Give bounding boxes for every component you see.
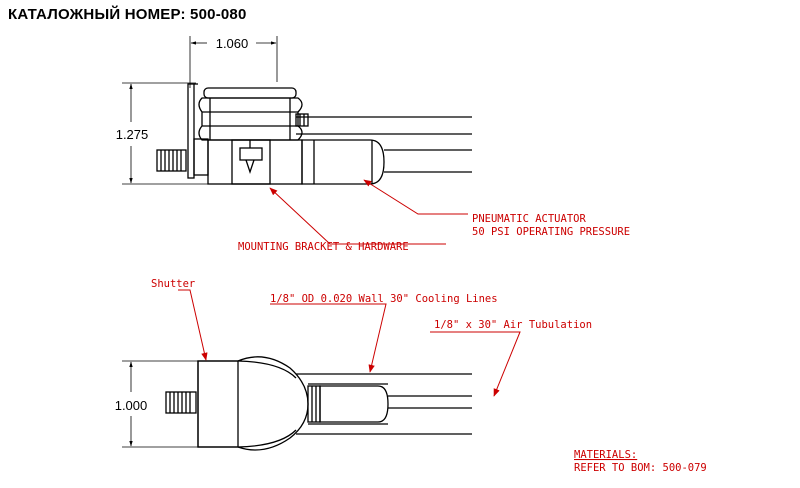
actuator-label-line1: PNEUMATIC ACTUATOR bbox=[472, 213, 586, 225]
tubes-top-lower bbox=[384, 149, 472, 173]
height-dimension-bottom-label: 1.000 bbox=[115, 398, 148, 413]
valve-block bbox=[198, 87, 309, 141]
tubes-bottom bbox=[296, 373, 472, 435]
materials-reference: REFER TO BOM: 500-079 bbox=[574, 462, 707, 474]
air-tubulation-leader bbox=[430, 331, 521, 397]
height-dimension-top-label: 1.275 bbox=[116, 127, 149, 142]
knob-top bbox=[156, 149, 187, 172]
actuator-leader bbox=[363, 179, 468, 215]
shutter-label: Shutter bbox=[151, 278, 195, 290]
height-dimension-bottom: 1.000 bbox=[115, 360, 236, 448]
mounting-bracket bbox=[187, 83, 198, 179]
bracket-label: MOUNTING BRACKET & HARDWARE bbox=[238, 241, 409, 253]
catalog-number-title: КАТАЛОЖНЫЙ НОМЕР: 500-080 bbox=[8, 6, 247, 23]
cooling-lines-label: 1/8" OD 0.020 Wall 30" Cooling Lines bbox=[270, 293, 498, 305]
bottom-view: 1.000 bbox=[115, 356, 472, 451]
width-dimension-label: 1.060 bbox=[216, 36, 249, 51]
top-view: 1.060 1.275 bbox=[116, 36, 472, 245]
height-dimension-top: 1.275 bbox=[116, 82, 230, 185]
shutter-leader bbox=[178, 289, 208, 361]
tubes-top-upper bbox=[296, 116, 472, 135]
shutter-housing bbox=[197, 356, 309, 451]
cylinder-bottom bbox=[307, 385, 389, 423]
knob-bottom bbox=[165, 391, 197, 414]
cooling-lines-leader bbox=[270, 303, 387, 373]
bracket-leader bbox=[269, 187, 446, 245]
width-dimension: 1.060 bbox=[189, 36, 278, 88]
actuator-label-line2: 50 PSI OPERATING PRESSURE bbox=[472, 226, 630, 238]
materials-heading: MATERIALS: bbox=[574, 449, 637, 461]
actuator-body bbox=[207, 139, 385, 185]
air-tubulation-label: 1/8" x 30" Air Tubulation bbox=[434, 319, 592, 331]
